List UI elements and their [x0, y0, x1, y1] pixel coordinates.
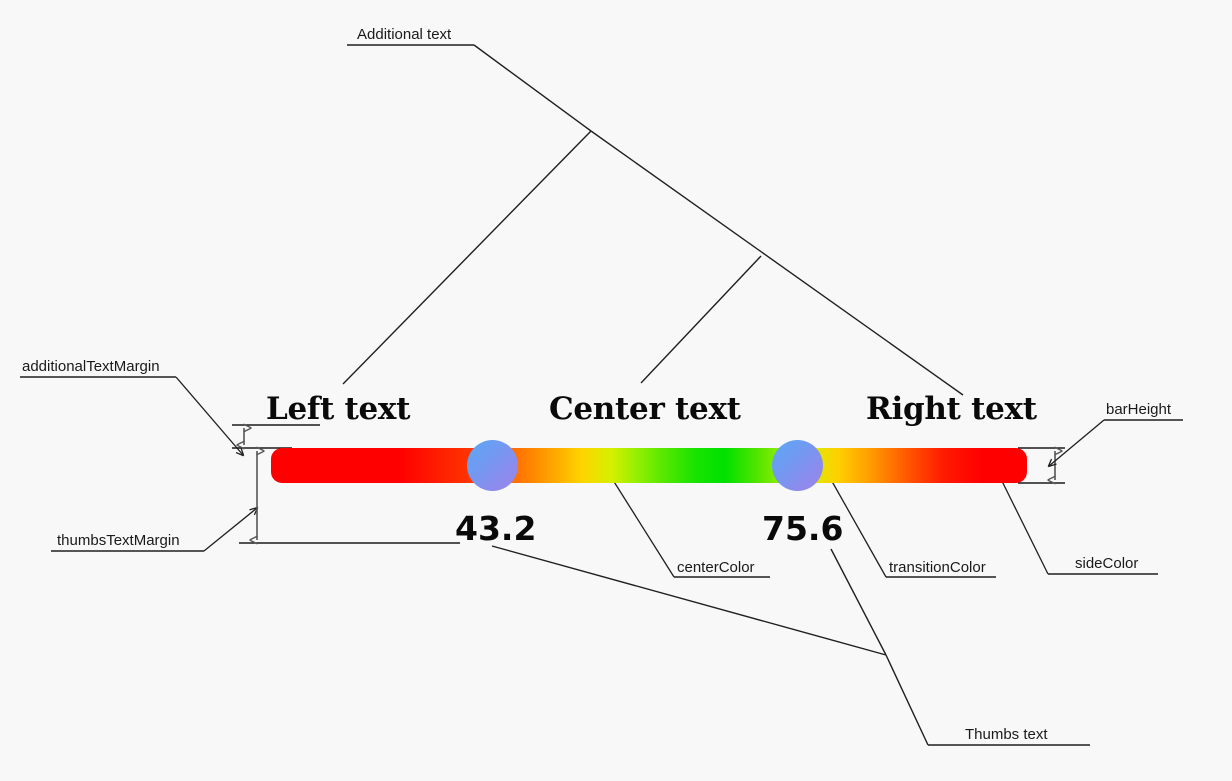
slider-label-center: Center text	[549, 391, 741, 427]
annotation-label-center-color: centerColor	[677, 559, 755, 576]
annotation-label-thumbs-text: Thumbs text	[965, 726, 1048, 743]
slider-thumb-value-left: 43.2	[455, 509, 537, 548]
center-color-leader	[604, 467, 675, 578]
slider-thumb-right[interactable]	[772, 440, 823, 491]
annotation-label-additional-text-margin: additionalTextMargin	[22, 358, 160, 375]
additional-text-leader	[342, 44, 964, 396]
annotation-label-bar-height: barHeight	[1106, 401, 1172, 418]
slider-label-right: Right text	[866, 391, 1037, 427]
slider-thumb-value-right: 75.6	[762, 509, 844, 548]
left-extension-lines	[232, 424, 460, 544]
thumbs-text-margin-leader	[203, 506, 259, 552]
slider-track[interactable]	[271, 448, 1027, 483]
annotation-label-transition-color: transitionColor	[889, 559, 986, 576]
slider-label-left: Left text	[266, 391, 411, 427]
additional-text-margin-leader	[175, 376, 245, 457]
annotation-label-thumbs-text-margin: thumbsTextMargin	[57, 532, 180, 549]
slider-thumb-left[interactable]	[467, 440, 518, 491]
bar-height-leader	[1047, 419, 1105, 468]
annotation-label-additional-text: Additional text	[357, 26, 452, 43]
annotation-label-side-color: sideColor	[1075, 555, 1139, 572]
